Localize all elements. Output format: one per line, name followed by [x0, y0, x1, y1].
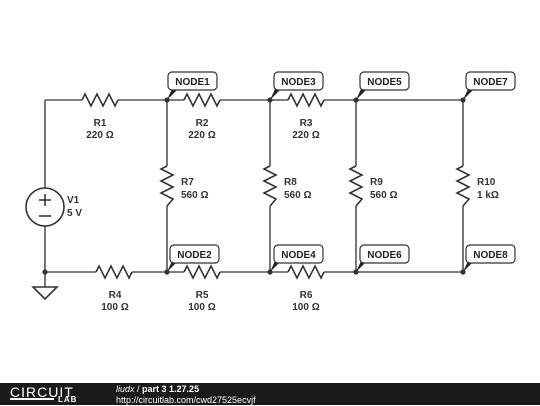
junction-dot [42, 269, 48, 275]
node1-label: NODE1 [175, 77, 210, 88]
r3-value: 220 Ω [292, 130, 319, 141]
circuit-schematic: R1 220 Ω R2 220 Ω R3 220 Ω R4 100 Ω R5 1… [25, 71, 516, 313]
r5-name: R5 [196, 290, 209, 301]
resistor-r4[interactable]: R4 100 Ω [95, 264, 133, 313]
r4-value: 100 Ω [101, 302, 128, 313]
resistor-r3[interactable]: R3 220 Ω [287, 92, 325, 141]
node-tag-node2[interactable]: NODE2 [167, 244, 220, 272]
voltage-source-v1[interactable]: V1 5 V [25, 187, 82, 227]
ground-icon [31, 286, 59, 301]
r6-name: R6 [300, 290, 313, 301]
plus-icon [39, 194, 51, 206]
node-tag-node6[interactable]: NODE6 [356, 244, 410, 272]
r8-value: 560 Ω [284, 190, 311, 201]
node-tag-node3[interactable]: NODE3 [270, 71, 324, 100]
r3-name: R3 [300, 118, 313, 129]
node8-label: NODE8 [473, 250, 508, 261]
r2-name: R2 [196, 118, 209, 129]
circuit-url[interactable]: http://circuitlab.com/cwd27525ecvjf [116, 395, 256, 405]
r9-value: 560 Ω [370, 190, 397, 201]
author-link[interactable]: liudx [116, 384, 135, 394]
node3-label: NODE3 [281, 77, 316, 88]
r8-name: R8 [284, 177, 297, 188]
r1-name: R1 [94, 118, 107, 129]
node4-label: NODE4 [281, 250, 316, 261]
node-tag-node7[interactable]: NODE7 [463, 71, 516, 100]
node2-label: NODE2 [177, 250, 212, 261]
circuitlab-logo[interactable]: CIRCUIT [10, 384, 74, 400]
node-tag-node5[interactable]: NODE5 [356, 71, 410, 100]
meta-separator: / [134, 384, 143, 394]
v1-value: 5 V [67, 208, 82, 219]
resistor-r2[interactable]: R2 220 Ω [183, 92, 221, 141]
node5-label: NODE5 [367, 77, 402, 88]
footer-bar: CIRCUIT LAB liudx / part 3 1.27.25 http:… [0, 383, 540, 405]
r6-value: 100 Ω [292, 302, 319, 313]
resistor-r9[interactable]: R9 560 Ω [348, 165, 397, 207]
r7-value: 560 Ω [181, 190, 208, 201]
resistor-r8[interactable]: R8 560 Ω [262, 165, 311, 207]
node7-label: NODE7 [473, 77, 508, 88]
node-tag-node4[interactable]: NODE4 [270, 244, 324, 272]
v1-name: V1 [67, 195, 80, 206]
node-tag-node8[interactable]: NODE8 [463, 244, 516, 272]
resistor-r1[interactable]: R1 220 Ω [81, 92, 119, 141]
resistor-r10[interactable]: R10 1 kΩ [455, 165, 499, 207]
r5-value: 100 Ω [188, 302, 215, 313]
r9-name: R9 [370, 177, 383, 188]
node-tag-node1[interactable]: NODE1 [167, 71, 218, 100]
r1-value: 220 Ω [86, 130, 113, 141]
r4-name: R4 [109, 290, 122, 301]
resistor-r7[interactable]: R7 560 Ω [159, 165, 208, 207]
r2-value: 220 Ω [188, 130, 215, 141]
resistor-r6[interactable]: R6 100 Ω [287, 264, 325, 313]
node6-label: NODE6 [367, 250, 402, 261]
resistor-r5[interactable]: R5 100 Ω [183, 264, 221, 313]
circuit-meta: liudx / part 3 1.27.25 http://circuitlab… [116, 384, 256, 406]
r7-name: R7 [181, 177, 194, 188]
wires [44, 99, 464, 287]
r10-value: 1 kΩ [477, 190, 499, 201]
logo-underline [10, 398, 54, 400]
circuit-title[interactable]: part 3 1.27.25 [142, 384, 200, 394]
r10-name: R10 [477, 177, 496, 188]
circuitlab-logo-sub: LAB [58, 395, 78, 404]
